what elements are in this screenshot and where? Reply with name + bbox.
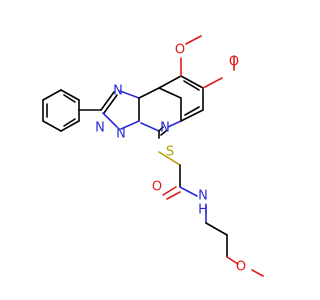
triazole-ring: [100, 90, 140, 130]
atom-labels: N N N N S O N H O O O: [95, 43, 246, 275]
molecule-structure: N N N N S O N H O O O: [42, 35, 264, 277]
atom-n-amide: N: [198, 189, 208, 204]
atom-h-amide: H: [198, 203, 208, 218]
atom-n-triazole-top: N: [113, 84, 123, 99]
atom-o-ether: O: [236, 260, 246, 275]
atom-o-methoxy-top: O: [175, 43, 185, 58]
pyrimidine-ring: [138, 87, 182, 136]
atom-s: S: [166, 145, 174, 160]
atom-n-quinazoline: N: [160, 121, 170, 136]
phenyl-ring: [42, 89, 80, 132]
atom-n-triazole-left: N: [95, 121, 105, 136]
side-chain: [158, 130, 264, 277]
atom-o-carbonyl: O: [152, 180, 162, 195]
benzo-ring: [158, 75, 204, 122]
atom-o-methoxy-right: O: [229, 55, 239, 70]
atom-n-bridge: N: [116, 127, 126, 142]
methoxy-groups: [180, 35, 235, 89]
